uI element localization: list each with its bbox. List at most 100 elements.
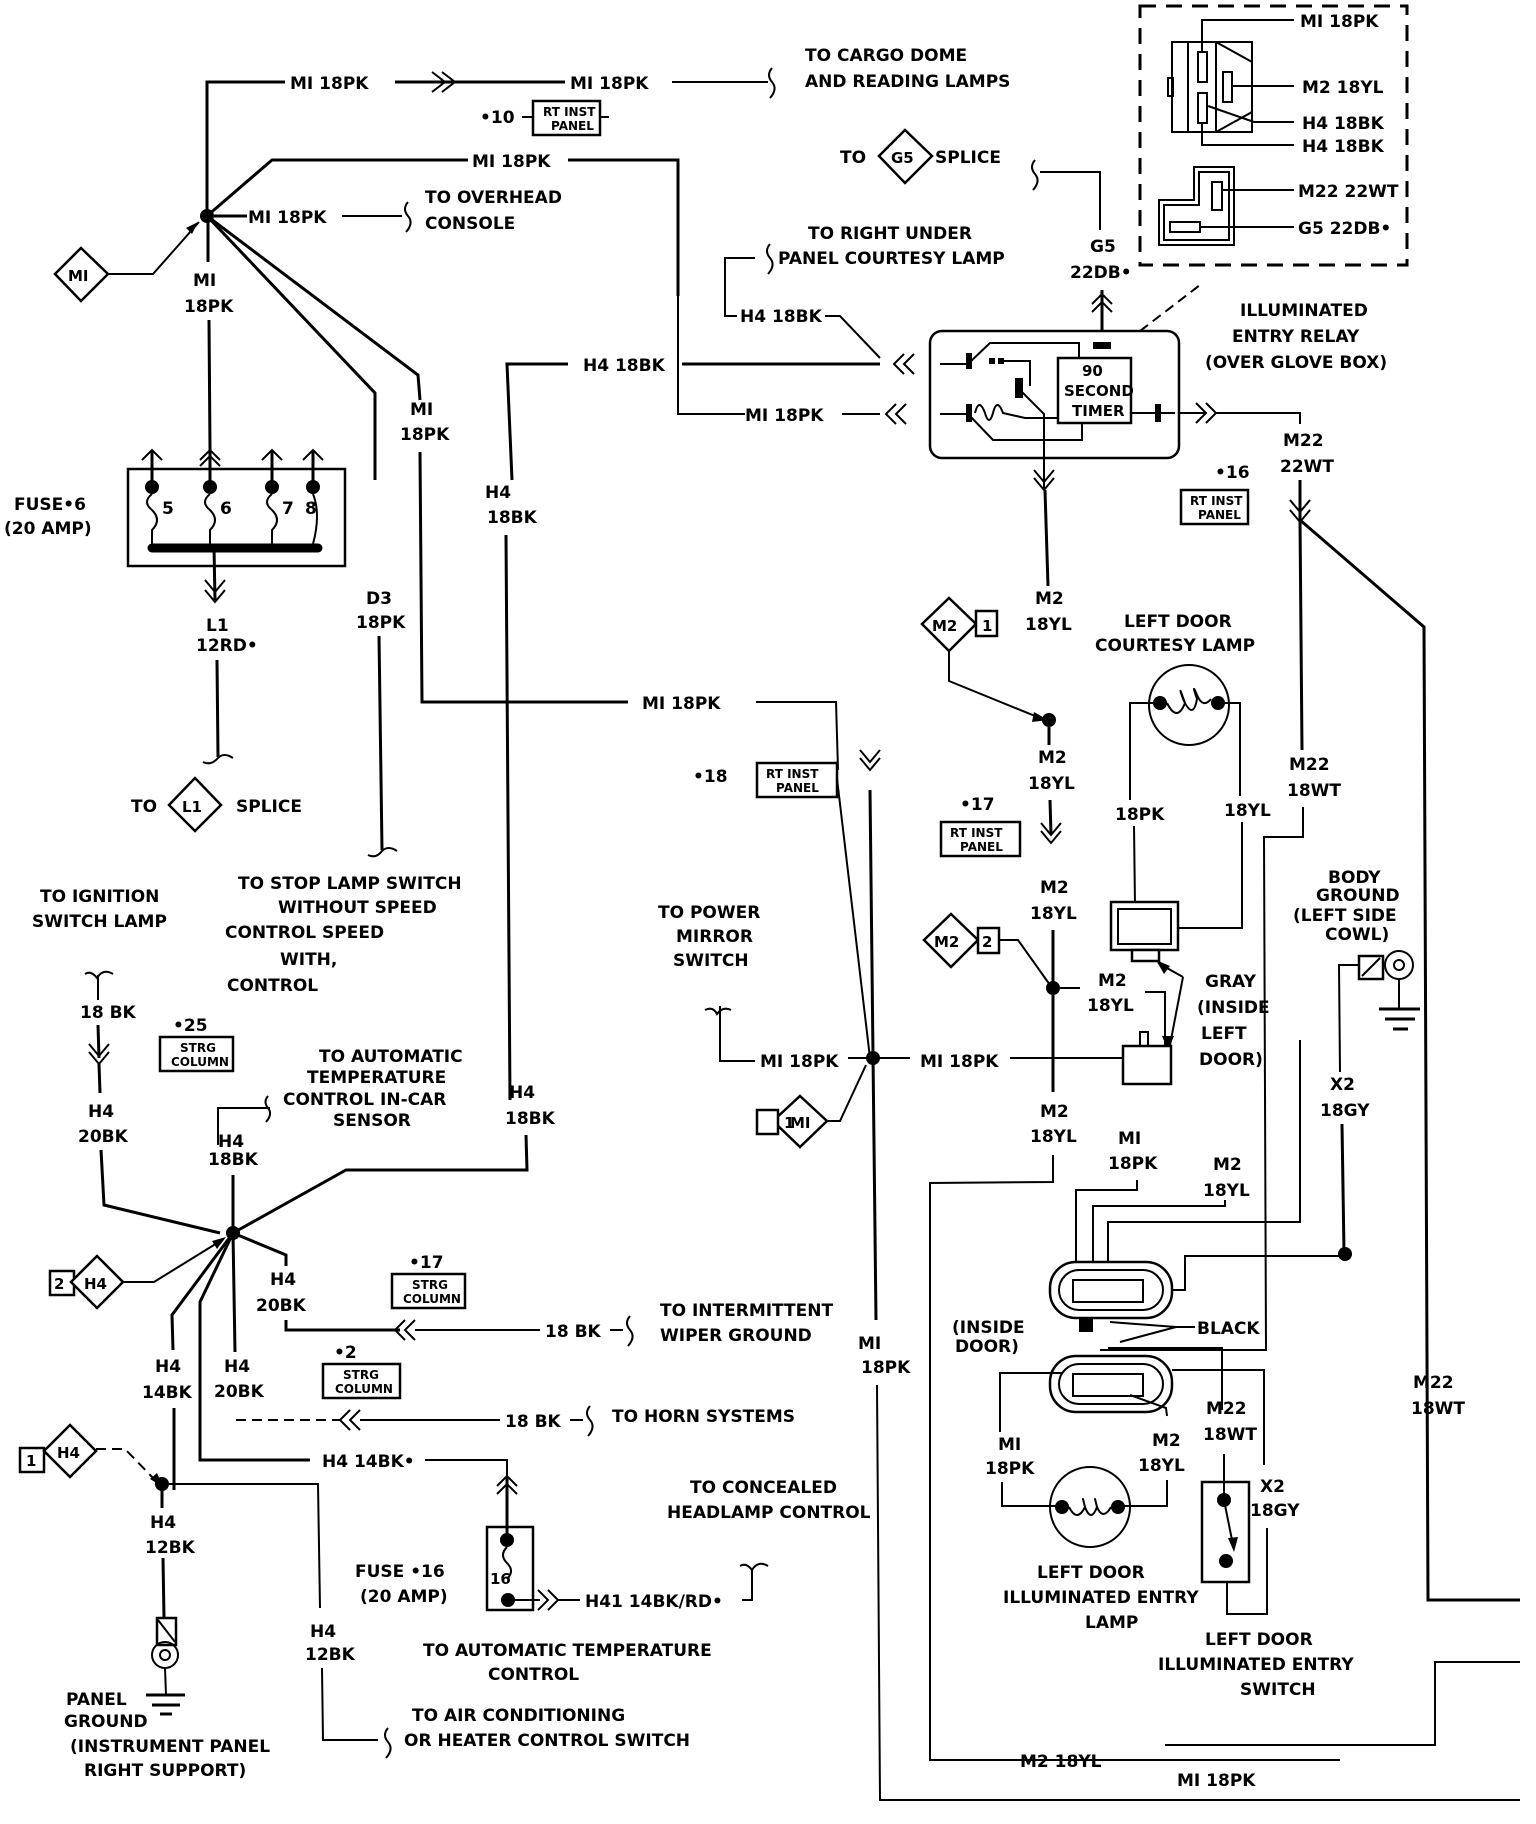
wire-label: MI 18PK <box>570 74 649 94</box>
svg-text:X2: X2 <box>1330 1075 1355 1095</box>
svg-text:18PK: 18PK <box>356 613 406 633</box>
svg-text:18YL: 18YL <box>1087 996 1134 1016</box>
splice-h4-1[interactable]: 1 H4 <box>18 1423 98 1479</box>
break-symbol-icon <box>367 847 398 858</box>
svg-text:DOOR): DOOR) <box>955 1337 1019 1357</box>
svg-text:TO IGNITION: TO IGNITION <box>40 887 159 907</box>
svg-text:L1: L1 <box>206 616 229 636</box>
svg-text:M22: M22 <box>1289 755 1330 775</box>
svg-text:TIMER: TIMER <box>1072 402 1125 420</box>
svg-text:OR HEATER CONTROL SWITCH: OR HEATER CONTROL SWITCH <box>404 1731 690 1751</box>
svg-text:STRG: STRG <box>343 1368 379 1382</box>
svg-text:COLUMN: COLUMN <box>403 1292 461 1306</box>
svg-text:WITH,: WITH, <box>280 950 337 970</box>
svg-text:ILLUMINATED ENTRY: ILLUMINATED ENTRY <box>1003 1588 1199 1608</box>
splice-h4-2[interactable]: 2 H4 <box>48 1254 125 1310</box>
svg-text:TO OVERHEAD: TO OVERHEAD <box>425 188 562 208</box>
svg-text:20BK: 20BK <box>78 1127 129 1147</box>
svg-text:M2: M2 <box>1213 1155 1242 1175</box>
left-door-illuminated-entry-switch[interactable] <box>1200 1454 1251 1584</box>
svg-text:H4: H4 <box>150 1513 176 1533</box>
destination-label: PANEL COURTESY LAMP <box>778 249 1005 269</box>
svg-text:•17: •17 <box>409 1253 444 1273</box>
svg-text:TO AUTOMATIC TEMPERATURE: TO AUTOMATIC TEMPERATURE <box>423 1641 712 1661</box>
svg-text:18PK: 18PK <box>184 297 234 317</box>
svg-text:18GY: 18GY <box>1320 1101 1370 1121</box>
svg-text:•2: •2 <box>334 1343 357 1363</box>
svg-text:FUSE •16: FUSE •16 <box>355 1562 445 1582</box>
svg-text:WITHOUT SPEED: WITHOUT SPEED <box>278 898 437 918</box>
svg-text:(20 AMP): (20 AMP) <box>360 1587 448 1607</box>
svg-text:D3: D3 <box>366 589 392 609</box>
splice-m2-1[interactable]: M2 1 <box>920 596 999 653</box>
wire <box>108 221 200 275</box>
m1-bus: MI 18PK MI 18PK TO CARGO DOME AND READIN… <box>53 46 1010 771</box>
gray-connector-2[interactable] <box>1121 1031 1173 1086</box>
svg-text:18 BK: 18 BK <box>545 1322 602 1342</box>
fuse-block-6[interactable]: 5 6 7 8 <box>126 448 347 568</box>
svg-text:RT INST: RT INST <box>543 105 596 119</box>
svg-text:SECOND: SECOND <box>1064 382 1134 400</box>
break-symbol-icon <box>202 754 234 765</box>
relay-connector-pinout[interactable]: MI 18PK M2 18YL H4 18BK H4 18BK M22 22WT… <box>1138 4 1409 267</box>
svg-text:CONTROL: CONTROL <box>227 976 318 996</box>
svg-text:18PK: 18PK <box>1115 805 1165 825</box>
door-connector-upper[interactable] <box>1048 1260 1174 1320</box>
splice-m1-1[interactable]: 1 MI <box>755 1094 829 1149</box>
svg-text:L1: L1 <box>182 798 202 816</box>
svg-text:18YL: 18YL <box>1030 1127 1077 1147</box>
svg-text:PANEL: PANEL <box>960 840 1003 854</box>
svg-text:TO INTERMITTENT: TO INTERMITTENT <box>660 1301 833 1321</box>
splice-m2-2[interactable]: M2 2 <box>922 912 1001 969</box>
svg-text:MIRROR: MIRROR <box>676 927 753 947</box>
relay-label: ILLUMINATED <box>1240 301 1368 321</box>
svg-text:MI 18PK: MI 18PK <box>1300 12 1379 32</box>
svg-text:18PK: 18PK <box>400 425 450 445</box>
svg-text:M2: M2 <box>1152 1431 1181 1451</box>
wire <box>206 214 422 401</box>
panel-ground[interactable] <box>146 1616 185 1716</box>
svg-text:18PK: 18PK <box>1108 1154 1158 1174</box>
wire <box>418 451 628 704</box>
fuse-16[interactable]: 16 <box>485 1474 535 1612</box>
svg-text:7: 7 <box>282 499 294 519</box>
svg-text:12BK: 12BK <box>145 1538 196 1558</box>
svg-text:H4: H4 <box>57 1444 80 1462</box>
svg-text:RT INST: RT INST <box>766 767 819 781</box>
svg-text:TEMPERATURE: TEMPERATURE <box>307 1068 446 1088</box>
svg-text:(INSIDE: (INSIDE <box>952 1318 1025 1338</box>
svg-text:H4: H4 <box>509 1083 535 1103</box>
door-connector-lower[interactable] <box>1048 1354 1174 1414</box>
svg-text:M22: M22 <box>1413 1373 1454 1393</box>
svg-text:1: 1 <box>982 617 992 635</box>
illuminated-entry-relay[interactable]: 90 SECOND TIMER <box>928 329 1181 488</box>
svg-text:GROUND: GROUND <box>64 1712 148 1732</box>
svg-text:COWL): COWL) <box>1325 925 1389 945</box>
svg-text:18BK: 18BK <box>487 508 538 528</box>
splice-m1[interactable]: MI <box>53 246 110 303</box>
svg-text:TO AUTOMATIC: TO AUTOMATIC <box>319 1047 463 1067</box>
svg-text:COLUMN: COLUMN <box>335 1382 393 1396</box>
svg-text:M2: M2 <box>1035 589 1064 609</box>
svg-text:8: 8 <box>305 499 317 519</box>
body-ground[interactable] <box>1357 950 1420 1031</box>
svg-text:22DB•: 22DB• <box>1070 263 1132 283</box>
arrow-icon <box>186 222 198 234</box>
svg-text:MI 18PK: MI 18PK <box>642 694 721 714</box>
wire-label: MI 18PK <box>290 74 369 94</box>
left-door-courtesy-lamp[interactable] <box>1148 664 1230 746</box>
connector-number: •10 <box>480 108 515 128</box>
svg-text:SWITCH LAMP: SWITCH LAMP <box>32 912 167 932</box>
destination-label: TO RIGHT UNDER <box>808 224 972 244</box>
svg-text:TO: TO <box>840 148 866 168</box>
left-door-illuminated-entry-lamp[interactable] <box>1049 1466 1131 1548</box>
svg-text:H4: H4 <box>485 483 511 503</box>
splice-g5[interactable]: G5 <box>877 128 934 185</box>
splice-l1[interactable]: L1 <box>167 776 223 833</box>
svg-text:TO STOP LAMP SWITCH: TO STOP LAMP SWITCH <box>238 874 462 894</box>
svg-text:H4 18BK: H4 18BK <box>1302 137 1385 157</box>
svg-text:18PK: 18PK <box>985 1459 1035 1479</box>
gray-connector[interactable] <box>1109 900 1180 963</box>
svg-text:RT INST: RT INST <box>1190 494 1243 508</box>
svg-text:18 BK: 18 BK <box>80 1003 137 1023</box>
